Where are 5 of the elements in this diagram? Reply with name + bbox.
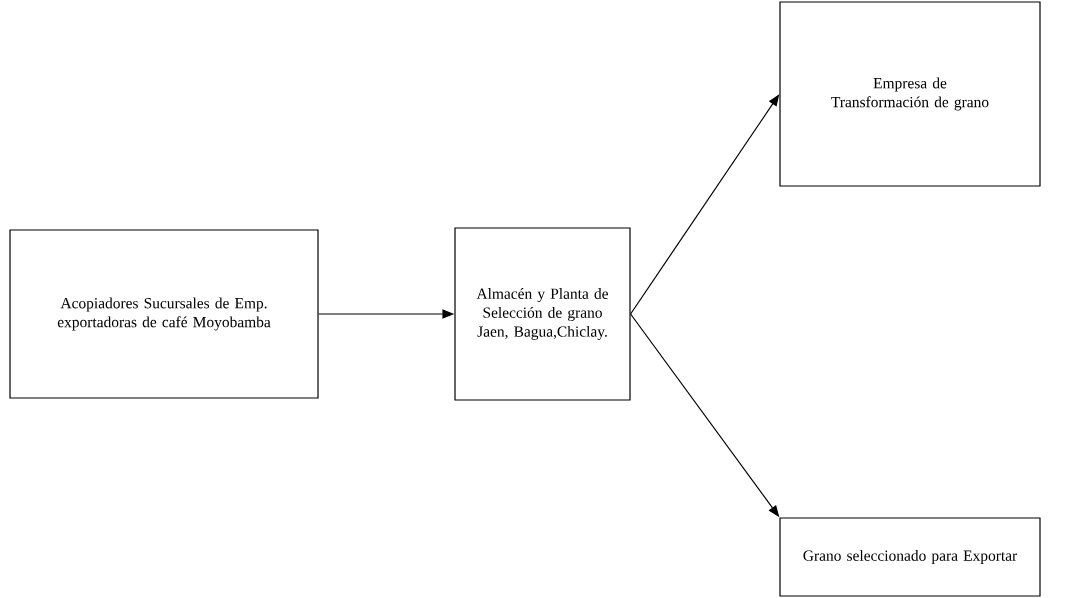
process-box: Almacén y Planta de Selección de grano Jaen, Bagua,Chiclay. (454, 227, 631, 401)
arrow (630, 94, 780, 315)
process-box: Empresa de Transformación de grano (779, 1, 1041, 187)
process-box: Acopiadores Sucursales de Emp. exportadoras de café Moyobamba (9, 229, 319, 399)
process-box: Grano seleccionado para Exportar (779, 517, 1041, 597)
